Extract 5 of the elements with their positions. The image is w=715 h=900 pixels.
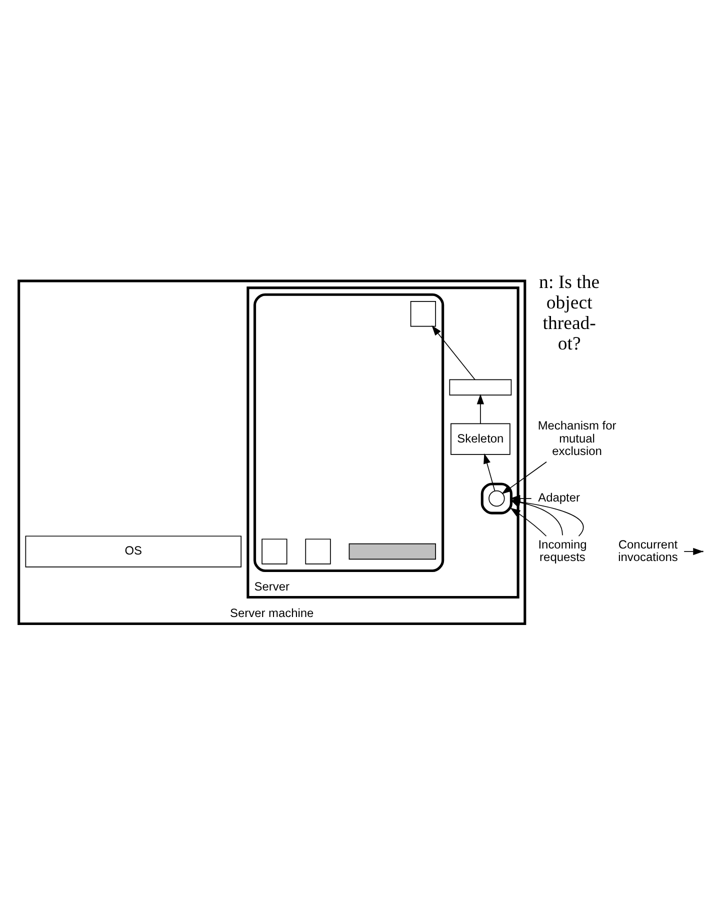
label: n: Is the object thread- ot? — [539, 272, 600, 354]
node-text: Incoming requests — [538, 537, 587, 564]
node-text: Mechanism for mutual exclusion — [538, 418, 616, 458]
node-text: Adapter — [538, 490, 580, 505]
node-text: Concurrent invocations — [618, 537, 678, 564]
